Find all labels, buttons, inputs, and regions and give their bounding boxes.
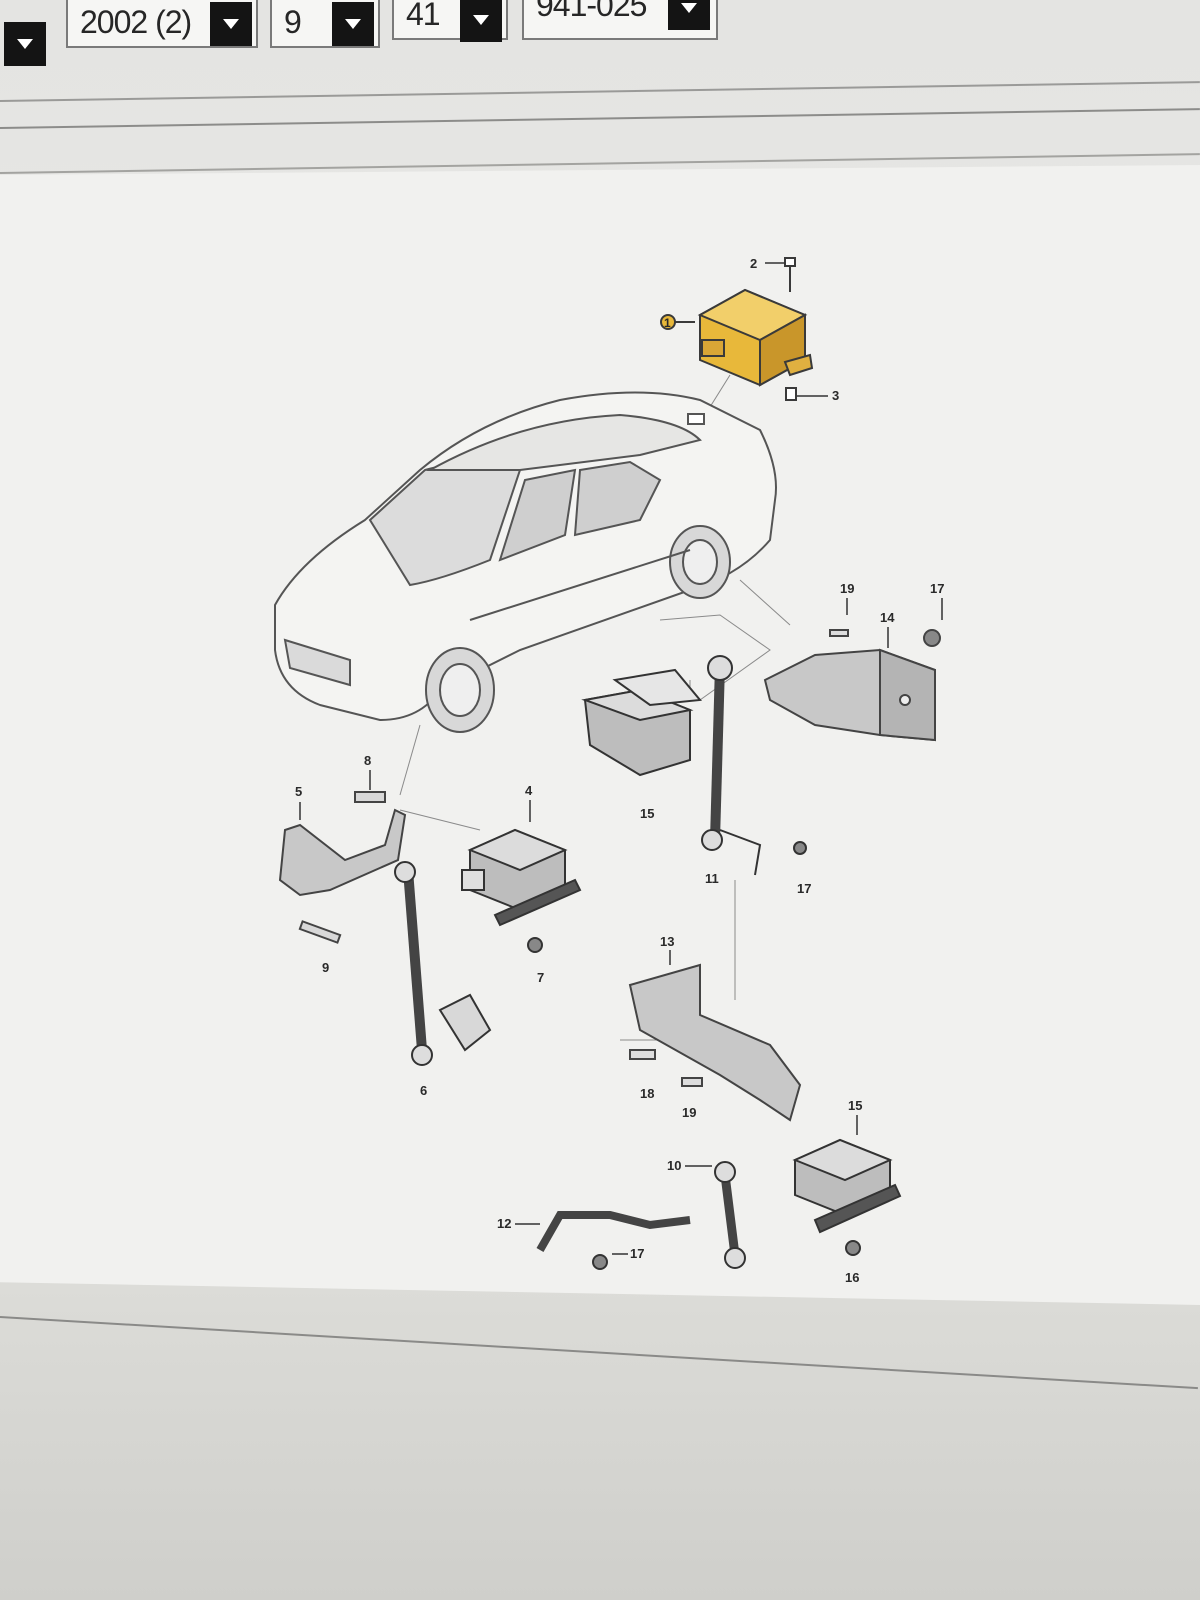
callout-17-lower: 17 [630, 1246, 644, 1261]
callout-1: 1 [664, 316, 671, 330]
callout-8: 8 [364, 753, 371, 768]
callout-12: 12 [497, 1216, 511, 1231]
chevron-down-icon [345, 19, 361, 29]
callout-14: 14 [880, 610, 895, 625]
coupling-rod-lower [536, 1161, 746, 1270]
year-select-dropdown-button[interactable] [210, 2, 252, 46]
callout-15-upper: 15 [640, 806, 654, 821]
callout-19-upper: 19 [840, 581, 854, 596]
level-sensor-rear-lower [792, 1138, 902, 1256]
sensor-bracket-front [278, 791, 407, 944]
car-illustration [274, 391, 777, 733]
callout-17-middle: 17 [797, 881, 811, 896]
level-sensor-rear-upper [581, 668, 702, 777]
callout-19-lower: 19 [682, 1105, 696, 1120]
toolbar: 2002 (2) 9 41 941-025 [0, 0, 1200, 70]
select-2-value: 9 [284, 3, 302, 40]
callout-labels: 1 2 3 4 5 6 7 8 9 10 11 12 13 14 15 15 1… [295, 256, 944, 1285]
select-2-dropdown-button[interactable] [332, 2, 374, 46]
callout-16: 16 [845, 1270, 859, 1285]
bracket-rear-lower [628, 963, 802, 1122]
callout-10: 10 [667, 1158, 681, 1173]
callout-5: 5 [295, 784, 302, 799]
callout-2: 2 [750, 256, 757, 271]
callout-3: 3 [832, 388, 839, 403]
callout-7: 7 [537, 970, 544, 985]
callout-leaders [299, 262, 943, 1255]
coupling-rod-front [394, 861, 492, 1066]
select-3[interactable]: 41 [392, 0, 508, 42]
callout-17-right: 17 [930, 581, 944, 596]
level-sensor-front [461, 828, 582, 953]
part-group-select[interactable]: 941-025 [522, 0, 718, 40]
callout-6: 6 [420, 1083, 427, 1098]
callout-13: 13 [660, 934, 674, 949]
chevron-down-icon [223, 19, 239, 29]
callout-15-lower: 15 [848, 1098, 862, 1113]
year-select[interactable]: 2002 (2) [66, 0, 258, 48]
chevron-down-icon [17, 39, 33, 49]
bracket-rear-right [763, 629, 941, 742]
callout-18: 18 [640, 1086, 654, 1101]
control-unit-part [660, 257, 814, 401]
chevron-down-icon [473, 15, 489, 25]
select-3-dropdown-button[interactable] [460, 0, 502, 42]
part-group-select-value: 941-025 [536, 0, 647, 23]
coupling-rod-rear [701, 655, 807, 876]
callout-11: 11 [705, 871, 719, 886]
callout-9: 9 [322, 960, 329, 975]
select-3-value: 41 [406, 0, 441, 32]
select-2[interactable]: 9 [270, 0, 380, 48]
chevron-down-icon [681, 3, 697, 13]
callout-4: 4 [525, 783, 533, 798]
dropdown-button[interactable] [4, 22, 46, 66]
year-select-value: 2002 (2) [80, 3, 192, 40]
part-group-dropdown-button[interactable] [668, 0, 710, 30]
